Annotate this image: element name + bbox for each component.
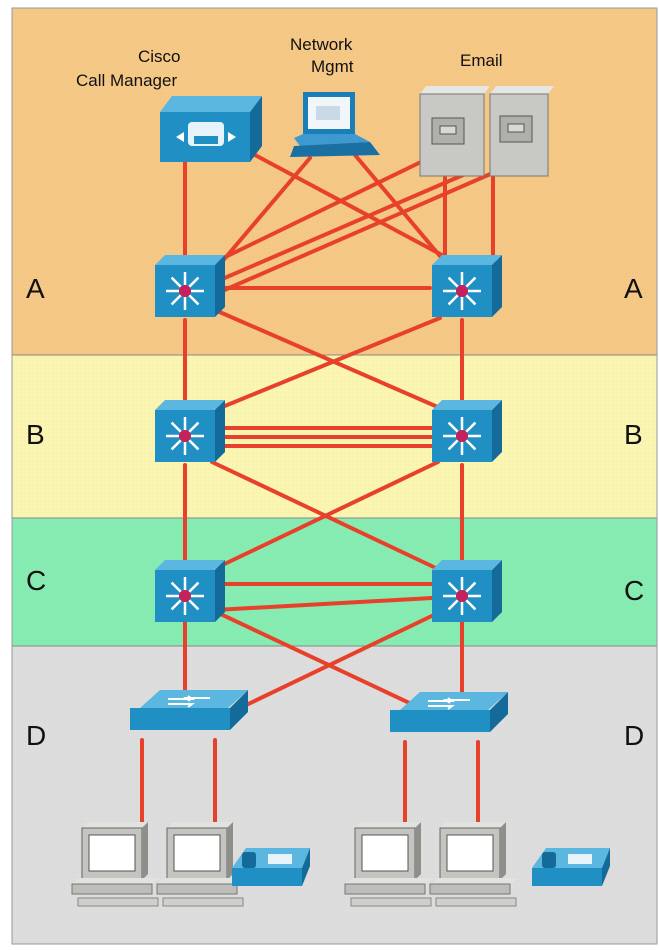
laptop-icon [290, 92, 380, 157]
server-icon [489, 86, 554, 177]
multilayer-switch-icon [432, 255, 502, 317]
ip-phone-right [532, 848, 610, 886]
zone-labels: A A B B C C D D [26, 273, 644, 751]
call-manager-label-line2: Call Manager [76, 71, 177, 90]
switch-a-left [155, 255, 225, 317]
ip-phone-left [232, 848, 310, 886]
multilayer-switches [155, 255, 502, 622]
zone-d-label-right: D [624, 720, 644, 751]
endpoints [71, 822, 610, 907]
zone-c-label-left: C [26, 565, 46, 596]
workgroup-switch-icon [130, 690, 248, 730]
switch-c-left [155, 560, 225, 622]
workgroup-switch-right [390, 692, 508, 732]
zone-d-label-left: D [26, 720, 46, 751]
pc-2 [156, 822, 245, 907]
multilayer-switch-icon [432, 400, 502, 462]
call-manager-label-line1: Cisco [138, 47, 181, 66]
pc-icon [429, 822, 518, 907]
network-mgmt-label-line2: Mgmt [311, 57, 354, 76]
pc-icon [344, 822, 433, 907]
switch-b-right [432, 400, 502, 462]
workgroup-switch-left [130, 690, 248, 730]
zone-b-label-right: B [624, 419, 643, 450]
network-links [140, 153, 497, 830]
network-mgmt-label-line1: Network [290, 35, 353, 54]
zone-c-label-right: C [624, 575, 644, 606]
multilayer-switch-icon [155, 400, 225, 462]
ip-phone-icon [532, 848, 610, 886]
multilayer-switch-icon [155, 255, 225, 317]
email-label: Email [460, 51, 503, 70]
call-manager-icon [160, 96, 262, 162]
zone-backgrounds [11, 7, 658, 945]
ip-phone-icon [232, 848, 310, 886]
pc-4 [429, 822, 518, 907]
pc-icon [156, 822, 245, 907]
multilayer-switch-icon [155, 560, 225, 622]
multilayer-switch-icon [432, 560, 502, 622]
server-icon [419, 86, 490, 177]
switch-b-left [155, 400, 225, 462]
network-mgmt-device: Network Mgmt [290, 35, 380, 157]
zone-a-label-right: A [624, 273, 643, 304]
pc-3 [344, 822, 433, 907]
email-device: Email [419, 51, 554, 177]
zone-b-label-left: B [26, 419, 45, 450]
pc-1 [71, 822, 160, 907]
zone-a-label-left: A [26, 273, 45, 304]
pc-icon [71, 822, 160, 907]
call-manager-device: Cisco Call Manager [76, 47, 262, 162]
switch-c-right [432, 560, 502, 622]
workgroup-switch-icon [390, 692, 508, 732]
switch-a-right [432, 255, 502, 317]
